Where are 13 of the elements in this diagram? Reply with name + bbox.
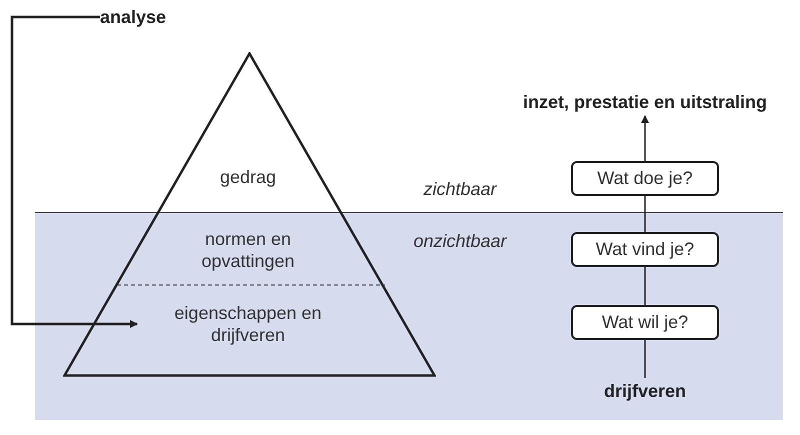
layer-caption: zichtbaar xyxy=(422,178,498,201)
pyramid-layer-label: gedrag xyxy=(188,162,308,192)
pyramid-layer-label: normen en opvattingen xyxy=(168,226,328,274)
heading-text: drijfveren xyxy=(595,378,695,404)
question-box: Wat wil je? xyxy=(571,305,719,340)
heading-text: analyse xyxy=(100,4,250,30)
connector-arrow xyxy=(10,16,138,328)
layer-caption: onzichtbaar xyxy=(412,230,508,253)
heading-text: inzet, prestatie en uitstraling xyxy=(505,88,785,116)
question-box: Wat doe je? xyxy=(571,161,719,196)
pyramid-layer-label: eigenschappen en drijfveren xyxy=(137,300,359,348)
question-box: Wat vind je? xyxy=(571,232,719,267)
connector-arrow xyxy=(641,115,649,161)
